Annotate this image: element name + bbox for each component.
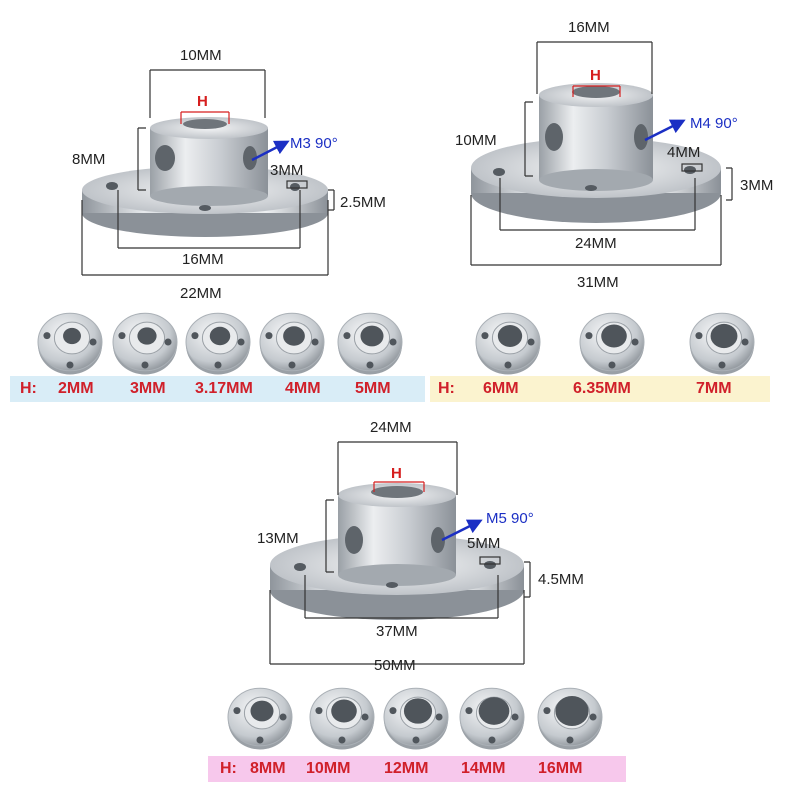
coupling-disc-photo [227,687,293,750]
outer-diameter-label: 22MM [180,285,222,302]
coupling-disc-photo [459,687,525,750]
size-label: 8MM [250,760,286,777]
flange-thickness-label: 3MM [740,177,773,194]
coupling-disc-photo [309,687,375,750]
slot-label: 4MM [667,144,700,161]
size-label: 12MM [384,760,429,777]
top-width-label: 24MM [370,419,412,436]
diagram-small: 10MM H 8MM M3 90° 3MM 2.5MM 16MM 22MM [72,47,386,302]
bolt-spacing-label: 16MM [182,251,224,268]
coupling-disc-photo [37,312,103,375]
coupling-disc-photo [475,312,541,375]
size-label: 5MM [355,380,391,397]
height-label: 8MM [72,151,105,168]
hole-label: H [197,93,208,110]
dimension-lines [269,441,531,665]
hole-label: H [391,465,402,482]
size-label: 3.17MM [195,380,253,397]
coupling-illustration [270,483,524,620]
size-label: 14MM [461,760,506,777]
coupling-disc-photo [259,312,325,375]
height-label: 13MM [257,530,299,547]
band-prefix: H: [438,380,455,397]
thread-label: M4 90° [690,115,738,132]
size-label: 6.35MM [573,380,631,397]
size-label: 6MM [483,380,519,397]
size-label: 4MM [285,380,321,397]
flange-thickness-label: 2.5MM [340,194,386,211]
top-width-label: 10MM [180,47,222,64]
diagram-large: 24MM H 13MM M5 90° 5MM 4.5MM 37MM 50MM [257,419,584,674]
dimension-lines [470,41,733,266]
top-width-label: 16MM [568,19,610,36]
band-prefix: H: [220,760,237,777]
thread-arrow [251,140,290,162]
coupling-disc-photo [383,687,449,750]
coupling-disc-photo [112,312,178,375]
flange-thickness-label: 4.5MM [538,571,584,588]
outer-diameter-label: 50MM [374,657,416,674]
slot-label: 5MM [467,535,500,552]
coupling-disc-photo [579,312,645,375]
size-band-small: H: 2MM 3MM 3.17MM 4MM 5MM [10,376,425,402]
size-label: 3MM [130,380,166,397]
diagram-medium: 16MM H 10MM M4 90° 4MM 3MM 24MM 31MM [455,19,773,291]
product-variants [37,312,755,750]
coupling-illustration [471,83,721,223]
coupling-disc-photo [185,312,251,375]
size-band-large: H: 8MM 10MM 12MM 14MM 16MM [208,756,626,782]
size-band-medium: H: 6MM 6.35MM 7MM [430,376,770,402]
thread-arrow [441,519,483,542]
coupling-disc-photo [689,312,755,375]
coupling-disc-photo [537,687,603,750]
thread-label: M3 90° [290,135,338,152]
dimension-lines [81,69,335,276]
band-prefix: H: [20,380,37,397]
slot-label: 3MM [270,162,303,179]
thread-arrow [644,119,686,142]
thread-label: M5 90° [486,510,534,527]
coupling-illustration [82,117,328,237]
bolt-spacing-label: 24MM [575,235,617,252]
bolt-spacing-label: 37MM [376,623,418,640]
size-label: 2MM [58,380,94,397]
hole-label: H [590,67,601,84]
height-label: 10MM [455,132,497,149]
size-label: 16MM [538,760,583,777]
size-label: 7MM [696,380,732,397]
coupling-disc-photo [337,312,403,375]
size-label: 10MM [306,760,351,777]
outer-diameter-label: 31MM [577,274,619,291]
